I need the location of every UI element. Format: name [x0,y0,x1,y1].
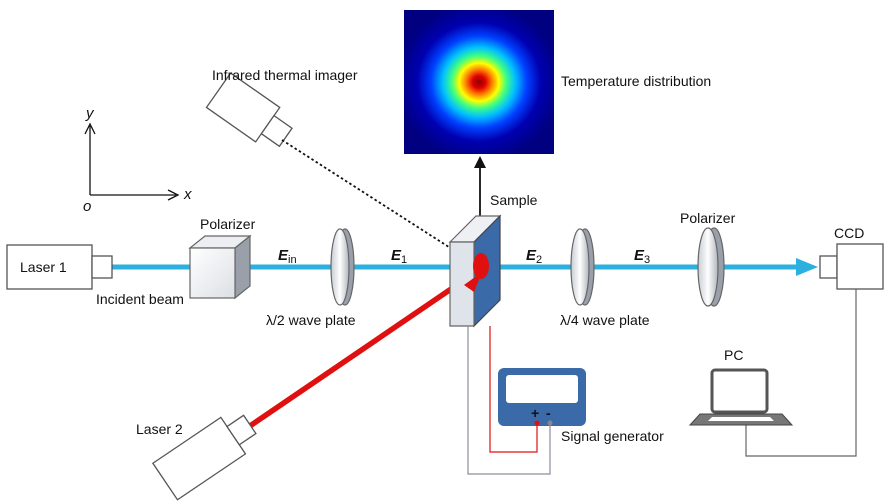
y-axis-arrowhead [84,122,96,135]
ccd-pc-cable [745,289,857,457]
coordinate-axes: y x o [83,105,192,215]
incident-beam-label: Incident beam [96,291,184,307]
sample-label: Sample [490,192,538,208]
imager-lens [260,114,293,148]
field-e1: E1 [391,247,407,266]
red-wire [489,326,538,453]
ccd-camera: CCD [819,225,884,290]
red-laser-arrowhead [464,272,482,292]
imager-sight-line [281,139,467,259]
blue-beam-arrowhead [796,258,818,276]
sample-side [449,241,475,327]
plus-terminal [534,420,540,426]
heatmap [404,10,554,154]
field-e2: E2 [526,247,542,266]
temperature-label: Temperature distribution [561,73,711,89]
pc-keyboard [708,417,774,421]
temperature-distribution-image: Temperature distribution [404,10,711,154]
half-wave-plate: λ/2 wave plate [266,228,356,328]
origin-label: o [83,198,91,215]
ccd-lens [819,255,838,279]
laser-2-label: Laser 2 [136,421,183,437]
laser-1: Laser 1 [6,244,113,290]
quarter-wave-plate: λ/4 wave plate [560,228,650,328]
ccd-label: CCD [834,225,864,241]
pc: PC [688,347,794,426]
laser-1-label: Laser 1 [20,259,67,275]
pc-screen [710,368,769,414]
infrared-thermal-imager: Infrared thermal imager [205,67,358,148]
gray-wire [467,326,551,475]
polarizer-cube: Polarizer [188,216,256,300]
laser-2: Laser 2 [136,414,257,501]
ccd-body [836,243,884,290]
polarizer-right: Polarizer [680,210,736,307]
red-laser-beam [245,269,478,431]
x-axis-label: x [183,186,192,203]
signal-generator: + - Signal generator [498,368,664,444]
laser-2-head [226,414,257,446]
terminal-minus: - [546,405,551,421]
heated-spot [473,253,489,279]
output-arrow-head [474,156,486,168]
terminal-plus: + [531,405,539,421]
pc-label: PC [724,347,743,363]
polarizer-right-label: Polarizer [680,210,736,226]
x-axis-arrowhead [167,189,180,201]
laser-1-body [6,244,93,290]
field-e-in: Ein [278,247,297,266]
sample: Sample [448,192,538,328]
minus-terminal [547,420,553,426]
field-e3: E3 [634,247,650,266]
quarter-wave-label: λ/4 wave plate [560,312,650,328]
cube-front [189,247,236,299]
half-wave-label: λ/2 wave plate [266,312,356,328]
signal-generator-display [506,375,578,403]
infrared-imager-label: Infrared thermal imager [212,67,358,83]
signal-generator-label: Signal generator [561,428,664,444]
y-axis-label: y [85,105,95,122]
laser-1-head [91,255,113,279]
polarizer-left-label: Polarizer [200,216,256,232]
